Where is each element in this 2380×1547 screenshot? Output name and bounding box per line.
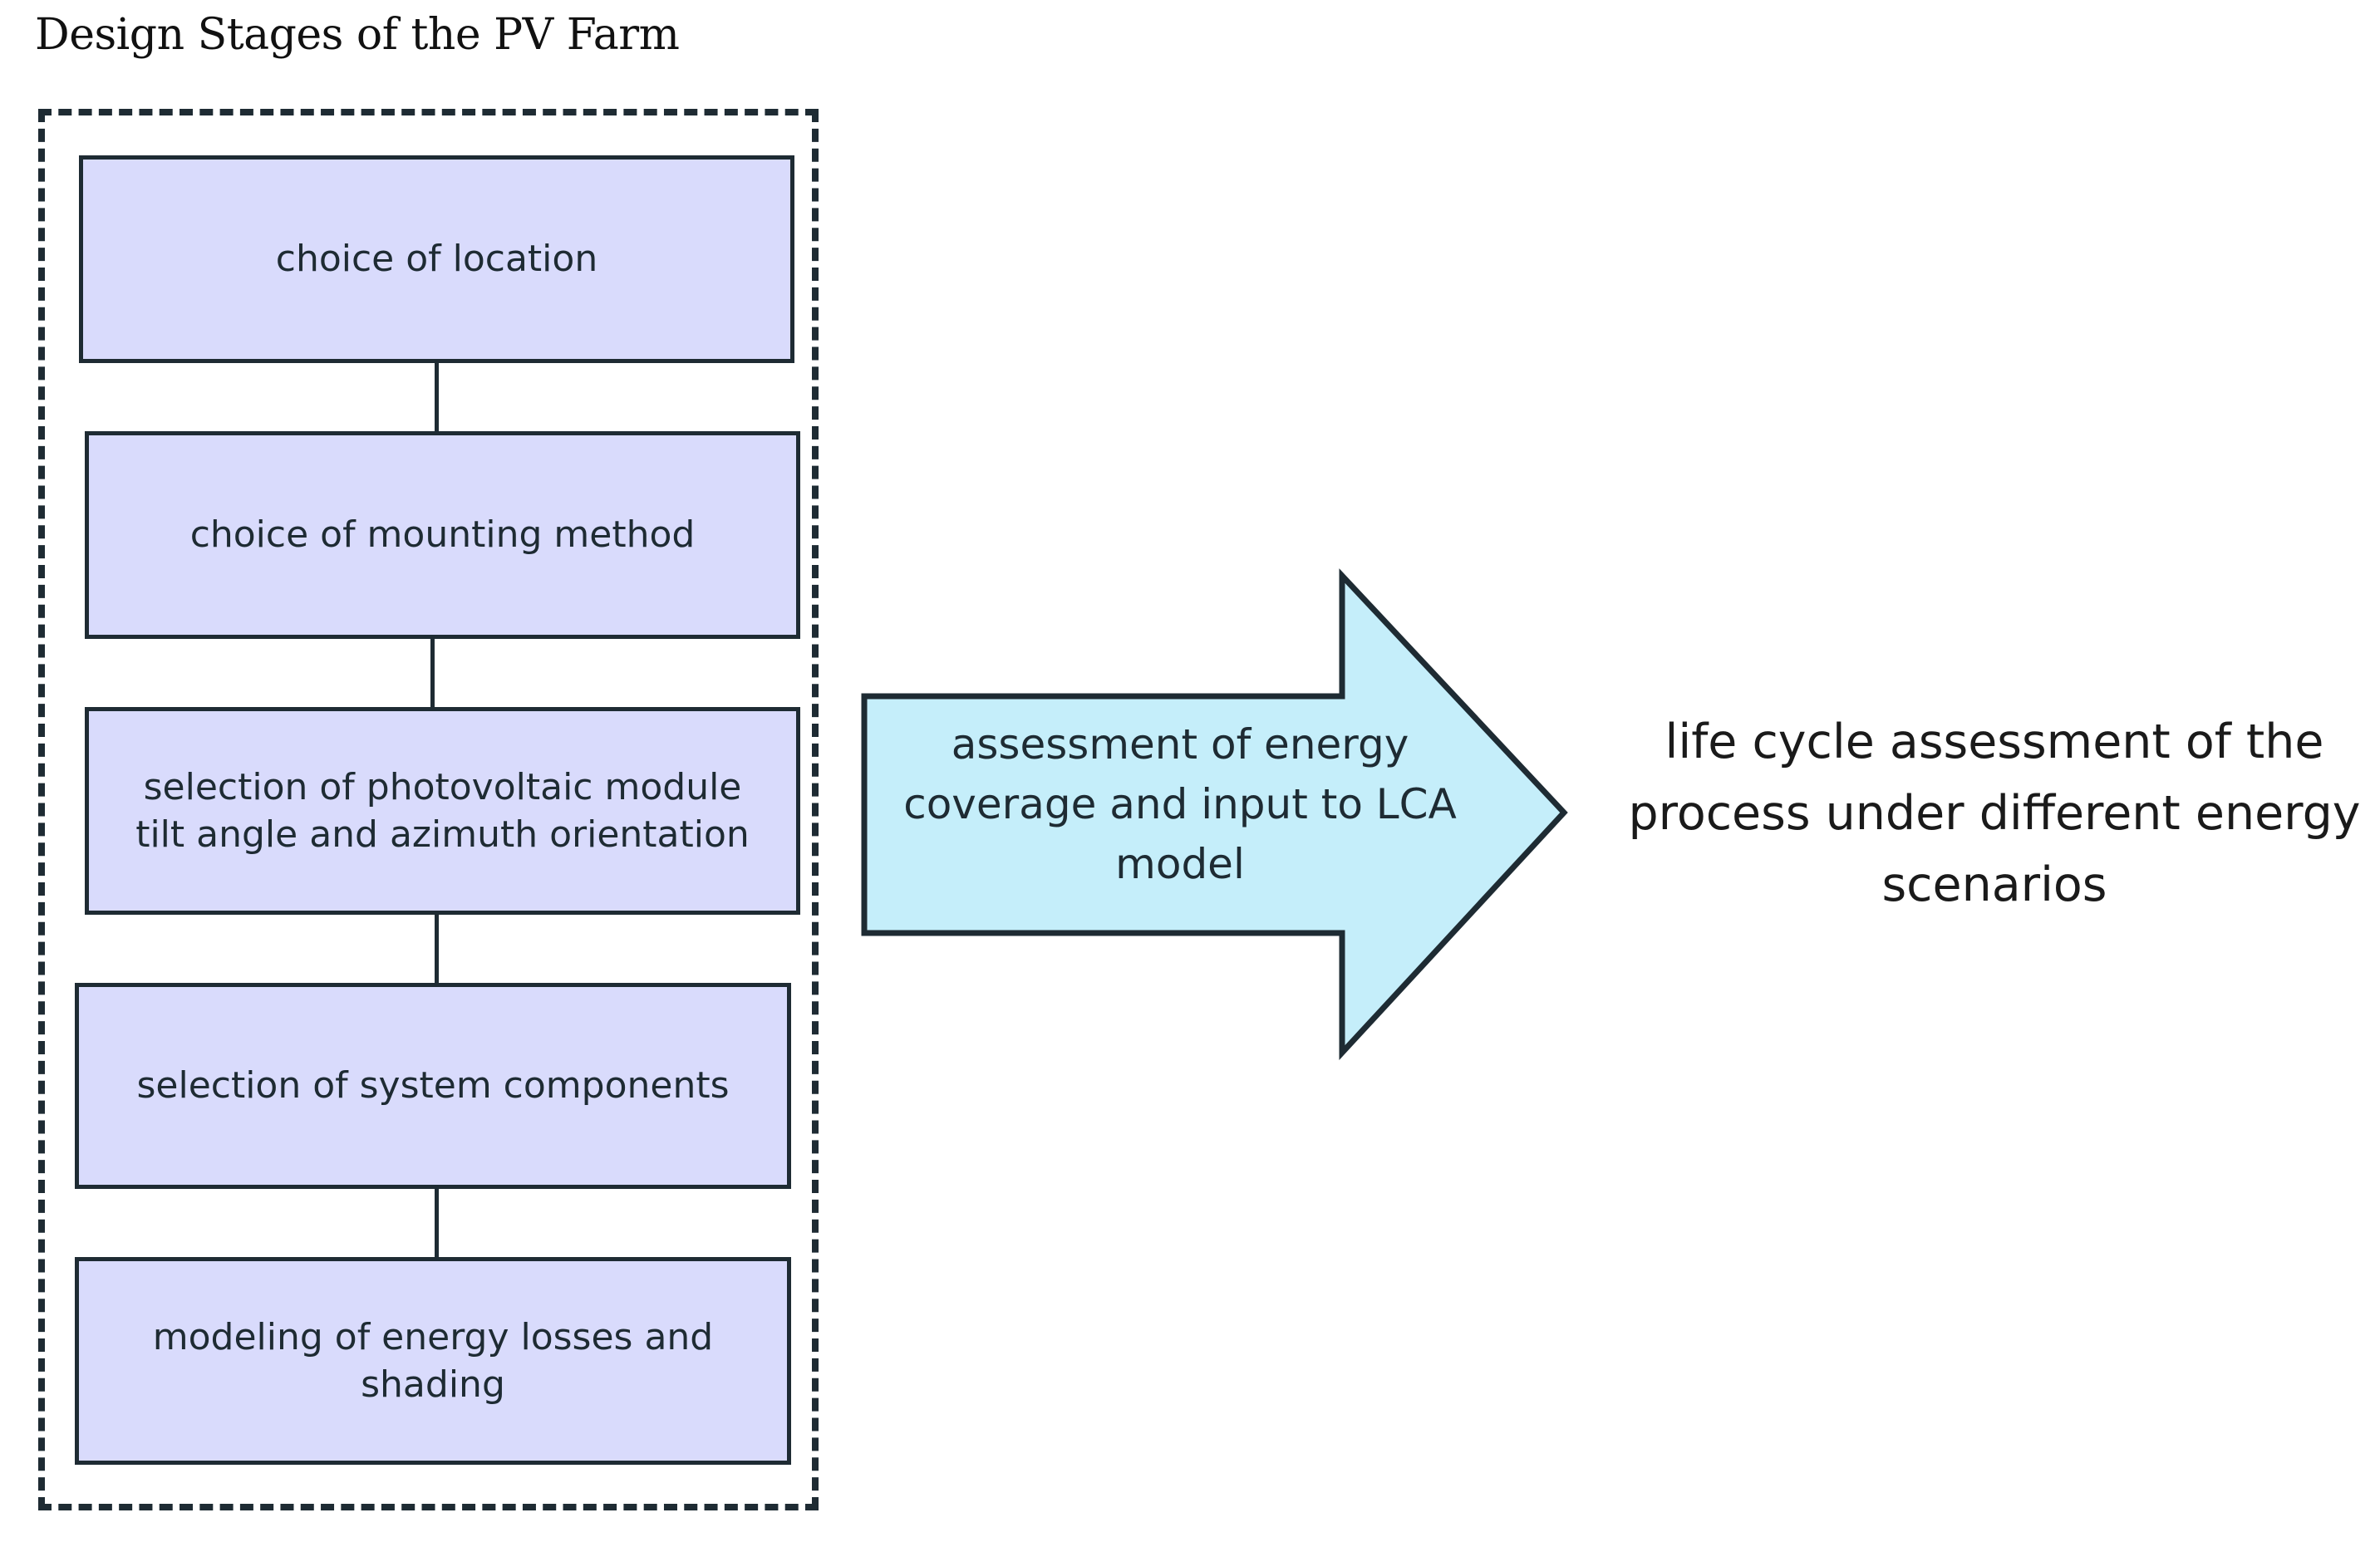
connector-4-5	[435, 1189, 439, 1257]
connector-2-3	[430, 639, 435, 707]
stage-choice-of-location: choice of location	[79, 155, 794, 363]
connector-1-2	[435, 363, 439, 431]
stage-energy-losses-shading: modeling of energy losses and shading	[75, 1257, 791, 1465]
connector-3-4	[435, 915, 439, 983]
design-stages-group	[38, 109, 819, 1510]
block-arrow-shape	[861, 568, 1568, 1060]
diagram-title: Design Stages of the PV Farm	[35, 10, 680, 60]
result-label: life cycle assessment of the process und…	[1628, 715, 2361, 912]
stage-tilt-and-azimuth: selection of photovoltaic module tilt an…	[85, 707, 800, 915]
stage-choice-of-mounting-method: choice of mounting method	[85, 431, 800, 639]
arrow-label: assessment of energy coverage and input …	[903, 720, 1457, 888]
stage-system-components: selection of system components	[75, 983, 791, 1189]
